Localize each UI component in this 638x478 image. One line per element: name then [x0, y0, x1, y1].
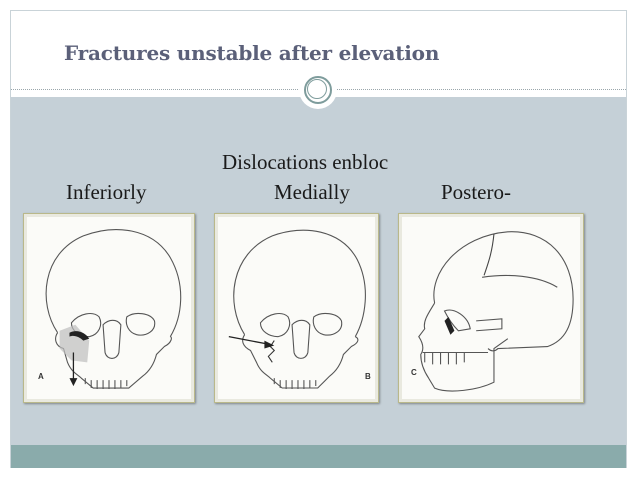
- slide-title: Fractures unstable after elevation: [64, 41, 440, 65]
- skull-frontal-icon: [228, 229, 366, 390]
- figure-b-frontal-skull-medial: B: [214, 213, 379, 403]
- circle-ornament-icon: [299, 71, 337, 109]
- direction-label-inferiorly: Inferiorly: [66, 180, 147, 204]
- skull-frontal-icon: [45, 229, 182, 390]
- subheading: Dislocations enbloc: [222, 150, 389, 174]
- figure-c-lateral-skull-posterodorsal: C: [398, 213, 584, 403]
- figure-letter-b: B: [365, 372, 371, 381]
- skull-lateral-icon: [418, 231, 574, 392]
- figure-a-frontal-skull-inferior: A: [23, 213, 195, 403]
- direction-label-postero: Postero-: [441, 180, 511, 204]
- slide-footer-band: [11, 445, 626, 468]
- figure-letter-c: C: [411, 368, 417, 377]
- figure-letter-a: A: [38, 372, 44, 381]
- direction-label-medially: Medially: [274, 180, 350, 204]
